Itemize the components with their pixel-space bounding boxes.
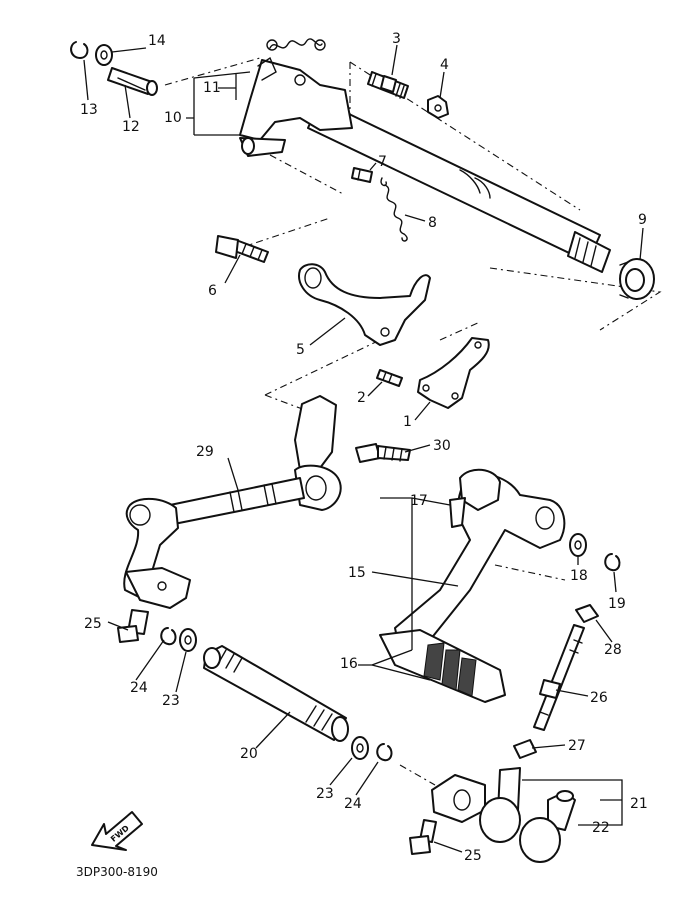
callout-25-upper: 25 bbox=[84, 616, 102, 632]
shift-lever-plate bbox=[298, 263, 431, 346]
callout-19: 19 bbox=[608, 596, 626, 612]
callout-13: 13 bbox=[80, 102, 98, 118]
callout-2: 2 bbox=[357, 390, 366, 406]
stopper-clip bbox=[427, 95, 449, 119]
oil-seal bbox=[619, 258, 655, 300]
callout-1: 1 bbox=[403, 414, 412, 430]
cap-28 bbox=[575, 604, 599, 623]
callout-9: 9 bbox=[638, 212, 647, 228]
spring-8 bbox=[380, 177, 408, 242]
screw-7 bbox=[351, 167, 373, 183]
callout-25-lower: 25 bbox=[464, 848, 482, 864]
callout-30: 30 bbox=[433, 438, 451, 454]
shift-rod-29 bbox=[123, 395, 342, 609]
leader-lines bbox=[83, 44, 644, 853]
screw-2 bbox=[376, 369, 403, 387]
callout-23-lower: 23 bbox=[316, 786, 334, 802]
callout-4: 4 bbox=[440, 57, 449, 73]
bolt-25-lower bbox=[409, 819, 437, 855]
callout-14: 14 bbox=[148, 33, 166, 49]
bolt-6 bbox=[215, 235, 269, 263]
callout-8: 8 bbox=[428, 215, 437, 231]
callout-6: 6 bbox=[208, 283, 217, 299]
callout-29: 29 bbox=[196, 444, 214, 460]
callout-21: 21 bbox=[630, 796, 648, 812]
callout-10: 10 bbox=[164, 110, 182, 126]
callout-22: 22 bbox=[592, 820, 610, 836]
bolt-30 bbox=[355, 443, 411, 463]
callout-numbers: 1 2 3 4 5 6 7 8 9 10 11 12 13 14 15 16 1… bbox=[80, 31, 648, 864]
linkage-21 bbox=[431, 767, 576, 863]
callout-7: 7 bbox=[378, 154, 387, 170]
callout-11: 11 bbox=[203, 80, 221, 96]
callout-24-lower: 24 bbox=[344, 796, 362, 812]
callout-27: 27 bbox=[568, 738, 586, 754]
callout-23-upper: 23 bbox=[162, 693, 180, 709]
clip-washer-lower bbox=[351, 736, 393, 762]
plate-1 bbox=[417, 337, 490, 409]
stud-bolt bbox=[367, 71, 409, 99]
diagram-code: 3DP300-8190 bbox=[76, 865, 158, 879]
callout-3: 3 bbox=[392, 31, 401, 47]
shaft-20 bbox=[203, 645, 349, 742]
callout-26: 26 bbox=[590, 690, 608, 706]
cap-27 bbox=[513, 739, 537, 759]
fwd-arrow-icon: FWD bbox=[91, 811, 143, 851]
pin-and-clips bbox=[70, 41, 158, 96]
footrest-bracket bbox=[379, 468, 566, 703]
callout-20: 20 bbox=[240, 746, 258, 762]
callout-16: 16 bbox=[340, 656, 358, 672]
bolt-25-upper bbox=[117, 609, 149, 643]
callout-18: 18 bbox=[570, 568, 588, 584]
clip-washer-upper bbox=[160, 627, 197, 652]
callout-24-upper: 24 bbox=[130, 680, 148, 696]
callout-15: 15 bbox=[348, 565, 366, 581]
return-spring bbox=[266, 38, 326, 51]
callout-17: 17 bbox=[410, 493, 428, 509]
rod-26 bbox=[533, 624, 585, 731]
washer-clip-right bbox=[569, 533, 621, 572]
callout-12: 12 bbox=[122, 119, 140, 135]
callout-5: 5 bbox=[296, 342, 305, 358]
callout-28: 28 bbox=[604, 642, 622, 658]
shift-shaft-assembly bbox=[239, 56, 611, 273]
